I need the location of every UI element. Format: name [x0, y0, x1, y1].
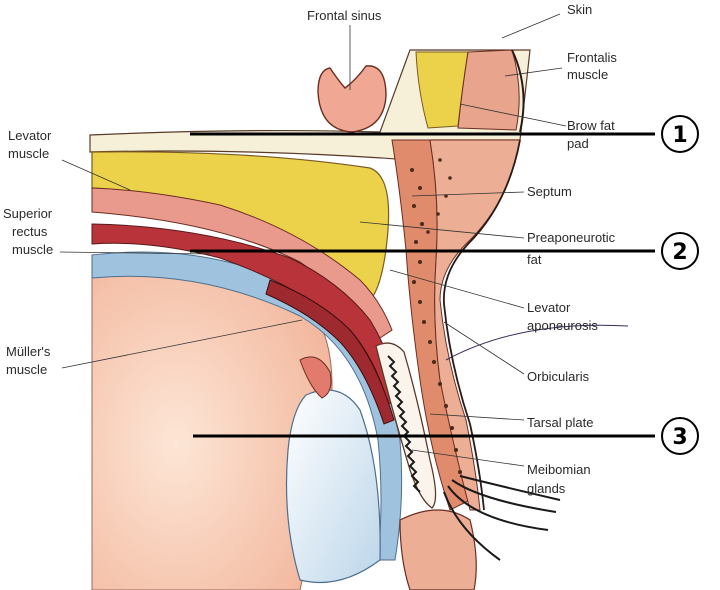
- label-preaponeurotic-1: Preaponeurotic: [527, 230, 616, 245]
- marker-circle-3: [661, 417, 699, 455]
- marker-number-2: 2: [672, 240, 687, 265]
- label-frontalis-1: Frontalis: [567, 50, 617, 65]
- label-orbicularis: Orbicularis: [527, 369, 590, 384]
- iris-ciliary: [299, 356, 332, 399]
- label-superior-rectus-1: Superior: [3, 206, 53, 221]
- skin-edge-lid: [443, 139, 521, 511]
- mullers-muscle-shape: [265, 279, 395, 425]
- marker-circle-2: [661, 232, 699, 270]
- section-marker-3: 3: [193, 417, 699, 455]
- label-brow-fat-1: Brow fat: [567, 118, 615, 133]
- label-levator-apo-2: aponeurosis: [527, 318, 598, 333]
- label-tarsal-plate: Tarsal plate: [527, 415, 593, 430]
- orbicularis-accent: [445, 324, 629, 361]
- label-preaponeurotic-2: fat: [527, 252, 542, 267]
- orbicularis-shape: [429, 139, 521, 511]
- label-frontal-sinus: Frontal sinus: [307, 8, 382, 23]
- label-levator-2: muscle: [8, 146, 49, 161]
- eyelashes: [443, 475, 561, 561]
- section-marker-2: 2: [190, 232, 699, 270]
- label-levator-apo-1: Levator: [527, 300, 571, 315]
- label-skin: Skin: [567, 2, 592, 17]
- skin-edge-top: [511, 49, 525, 133]
- label-superior-rectus-2: rectus: [12, 224, 48, 239]
- label-levator-1: Levator: [8, 128, 52, 143]
- label-meibomian-2: glands: [527, 481, 566, 496]
- anatomy-illustration: [89, 49, 629, 590]
- label-frontalis-2: muscle: [567, 67, 608, 82]
- marker-number-1: 1: [672, 123, 687, 148]
- section-marker-1: 1: [190, 115, 699, 153]
- label-mullers-2: muscle: [6, 362, 47, 377]
- labels: Frontal sinus Skin Frontalis muscle Brow…: [3, 2, 617, 496]
- frontalis-muscle-shape: [457, 49, 520, 131]
- label-meibomian-1: Meibomian: [527, 462, 591, 477]
- lower-lid-shape: [399, 509, 477, 590]
- levator-muscle-shape: [91, 187, 393, 339]
- septum-dots: [410, 158, 462, 474]
- label-mullers-1: Müller's: [6, 344, 51, 359]
- leader-lines: [59, 13, 567, 467]
- label-septum: Septum: [527, 184, 572, 199]
- label-brow-fat-2: pad: [567, 136, 589, 151]
- marker-circle-1: [661, 115, 699, 153]
- label-superior-rectus-3: muscle: [12, 242, 53, 257]
- meibomian-gland-shape: [387, 355, 421, 493]
- marker-number-3: 3: [672, 425, 687, 450]
- cornea-shape: [285, 389, 381, 584]
- frontal-sinus-shape: [317, 65, 387, 133]
